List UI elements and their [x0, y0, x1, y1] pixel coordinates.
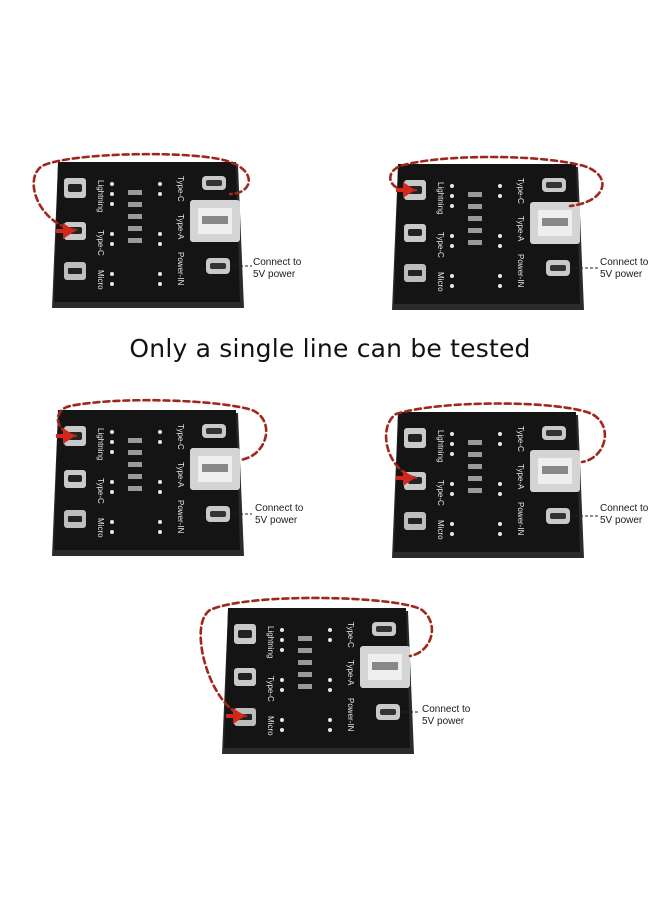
connect-power-label: Connect to 5V power: [600, 503, 648, 527]
pcb-board: Lightning Type-C Micro Type-C Type-A Pow…: [52, 162, 244, 308]
svg-text:Type-C: Type-C: [96, 230, 105, 256]
test-board-image: Lightning Type-C Micro Type-C Type-A Pow…: [32, 152, 252, 308]
svg-text:Type-C: Type-C: [176, 424, 185, 450]
dashed-loop-icon: [32, 152, 251, 232]
connect-power-label: Connect to 5V power: [255, 503, 303, 527]
svg-text:Type-C: Type-C: [516, 426, 525, 452]
pcb-board: Lightning Type-C Micro Type-C Type-A Pow…: [392, 164, 584, 310]
connect-power-label: Connect to 5V power: [253, 257, 301, 281]
svg-text:Micro: Micro: [436, 272, 445, 292]
svg-text:Type-C: Type-C: [436, 232, 445, 258]
panel-2: Lightning Type-C Micro Type-C Type-A Pow…: [370, 152, 660, 312]
panel-1: Lightning Type-C Micro Type-C Type-A Pow…: [30, 150, 320, 310]
dashed-loop-icon: [389, 155, 604, 208]
svg-text:Type-C: Type-C: [436, 480, 445, 506]
panel-5: Lightning Type-C Micro Type-C Type-A Pow…: [199, 596, 490, 756]
svg-text:Lightning: Lightning: [266, 626, 275, 658]
svg-text:Type-A: Type-A: [176, 462, 185, 488]
pcb-board: Lightning Type-C Micro Type-C Type-A Pow…: [392, 412, 584, 558]
svg-text:Lightning: Lightning: [96, 180, 105, 212]
test-board-image: Lightning Type-C Micro Type-C Type-A Pow…: [384, 402, 607, 558]
svg-text:Type-A: Type-A: [176, 214, 185, 240]
svg-text:Type-C: Type-C: [96, 478, 105, 504]
svg-text:Micro: Micro: [436, 520, 445, 540]
svg-text:Micro: Micro: [266, 716, 275, 736]
svg-text:Lightning: Lightning: [96, 428, 105, 460]
svg-text:Type-A: Type-A: [516, 216, 525, 242]
dashed-loop-icon: [199, 596, 434, 718]
svg-text:Micro: Micro: [96, 270, 105, 290]
dashed-loop-icon: [384, 402, 607, 480]
panel-3: Lightning Type-C Micro Type-C Type-A Pow…: [30, 398, 320, 558]
red-arrow-icon: [396, 182, 415, 198]
connect-power-line-2: 5V power: [600, 269, 643, 280]
dashed-loop-icon: [56, 398, 268, 462]
svg-text:Power-IN: Power-IN: [176, 500, 185, 534]
svg-text:Type-C: Type-C: [266, 676, 275, 702]
pcb-board: Lightning Type-C Micro Type-C Type-A Pow…: [52, 410, 244, 556]
svg-text:Type-C: Type-C: [516, 178, 525, 204]
connect-power-line-1: Connect to: [255, 503, 304, 514]
red-arrow-icon: [56, 428, 75, 444]
svg-text:Type-C: Type-C: [346, 622, 355, 648]
red-arrow-icon: [56, 223, 75, 239]
svg-text:Lightning: Lightning: [436, 430, 445, 462]
connect-power-label: Connect to 5V power: [600, 257, 648, 281]
connect-power-line-2: 5V power: [253, 269, 296, 280]
test-board-image: Lightning Type-C Micro Type-C Type-A Pow…: [52, 398, 268, 556]
svg-text:Micro: Micro: [96, 518, 105, 538]
connect-power-line-2: 5V power: [600, 515, 643, 526]
test-board-image: Lightning Type-C Micro Type-C Type-A Pow…: [199, 596, 434, 754]
svg-text:Power-IN: Power-IN: [516, 502, 525, 536]
connect-power-line-2: 5V power: [422, 716, 465, 727]
connect-power-line-1: Connect to: [422, 704, 471, 715]
test-board-image: Lightning Type-C Micro Type-C Type-A Pow…: [389, 155, 604, 310]
pcb-board: Lightning Type-C Micro Type-C Type-A Pow…: [222, 608, 414, 754]
red-arrow-icon: [226, 708, 245, 724]
svg-text:Type-C: Type-C: [176, 176, 185, 202]
svg-text:Power-IN: Power-IN: [346, 698, 355, 732]
svg-text:Lightning: Lightning: [436, 182, 445, 214]
connect-power-line-1: Connect to: [600, 503, 649, 514]
connect-power-line-1: Connect to: [600, 257, 649, 268]
svg-text:Type-A: Type-A: [346, 660, 355, 686]
headline: Only a single line can be tested: [129, 334, 531, 363]
svg-text:Power-IN: Power-IN: [516, 254, 525, 288]
svg-text:Type-A: Type-A: [516, 464, 525, 490]
panel-4: Lightning Type-C Micro Type-C Type-A Pow…: [370, 400, 660, 560]
connect-power-line-1: Connect to: [253, 257, 302, 268]
red-arrow-icon: [396, 470, 415, 486]
svg-text:Power-IN: Power-IN: [176, 252, 185, 286]
connect-power-line-2: 5V power: [255, 515, 298, 526]
connect-power-label: Connect to 5V power: [422, 704, 470, 728]
